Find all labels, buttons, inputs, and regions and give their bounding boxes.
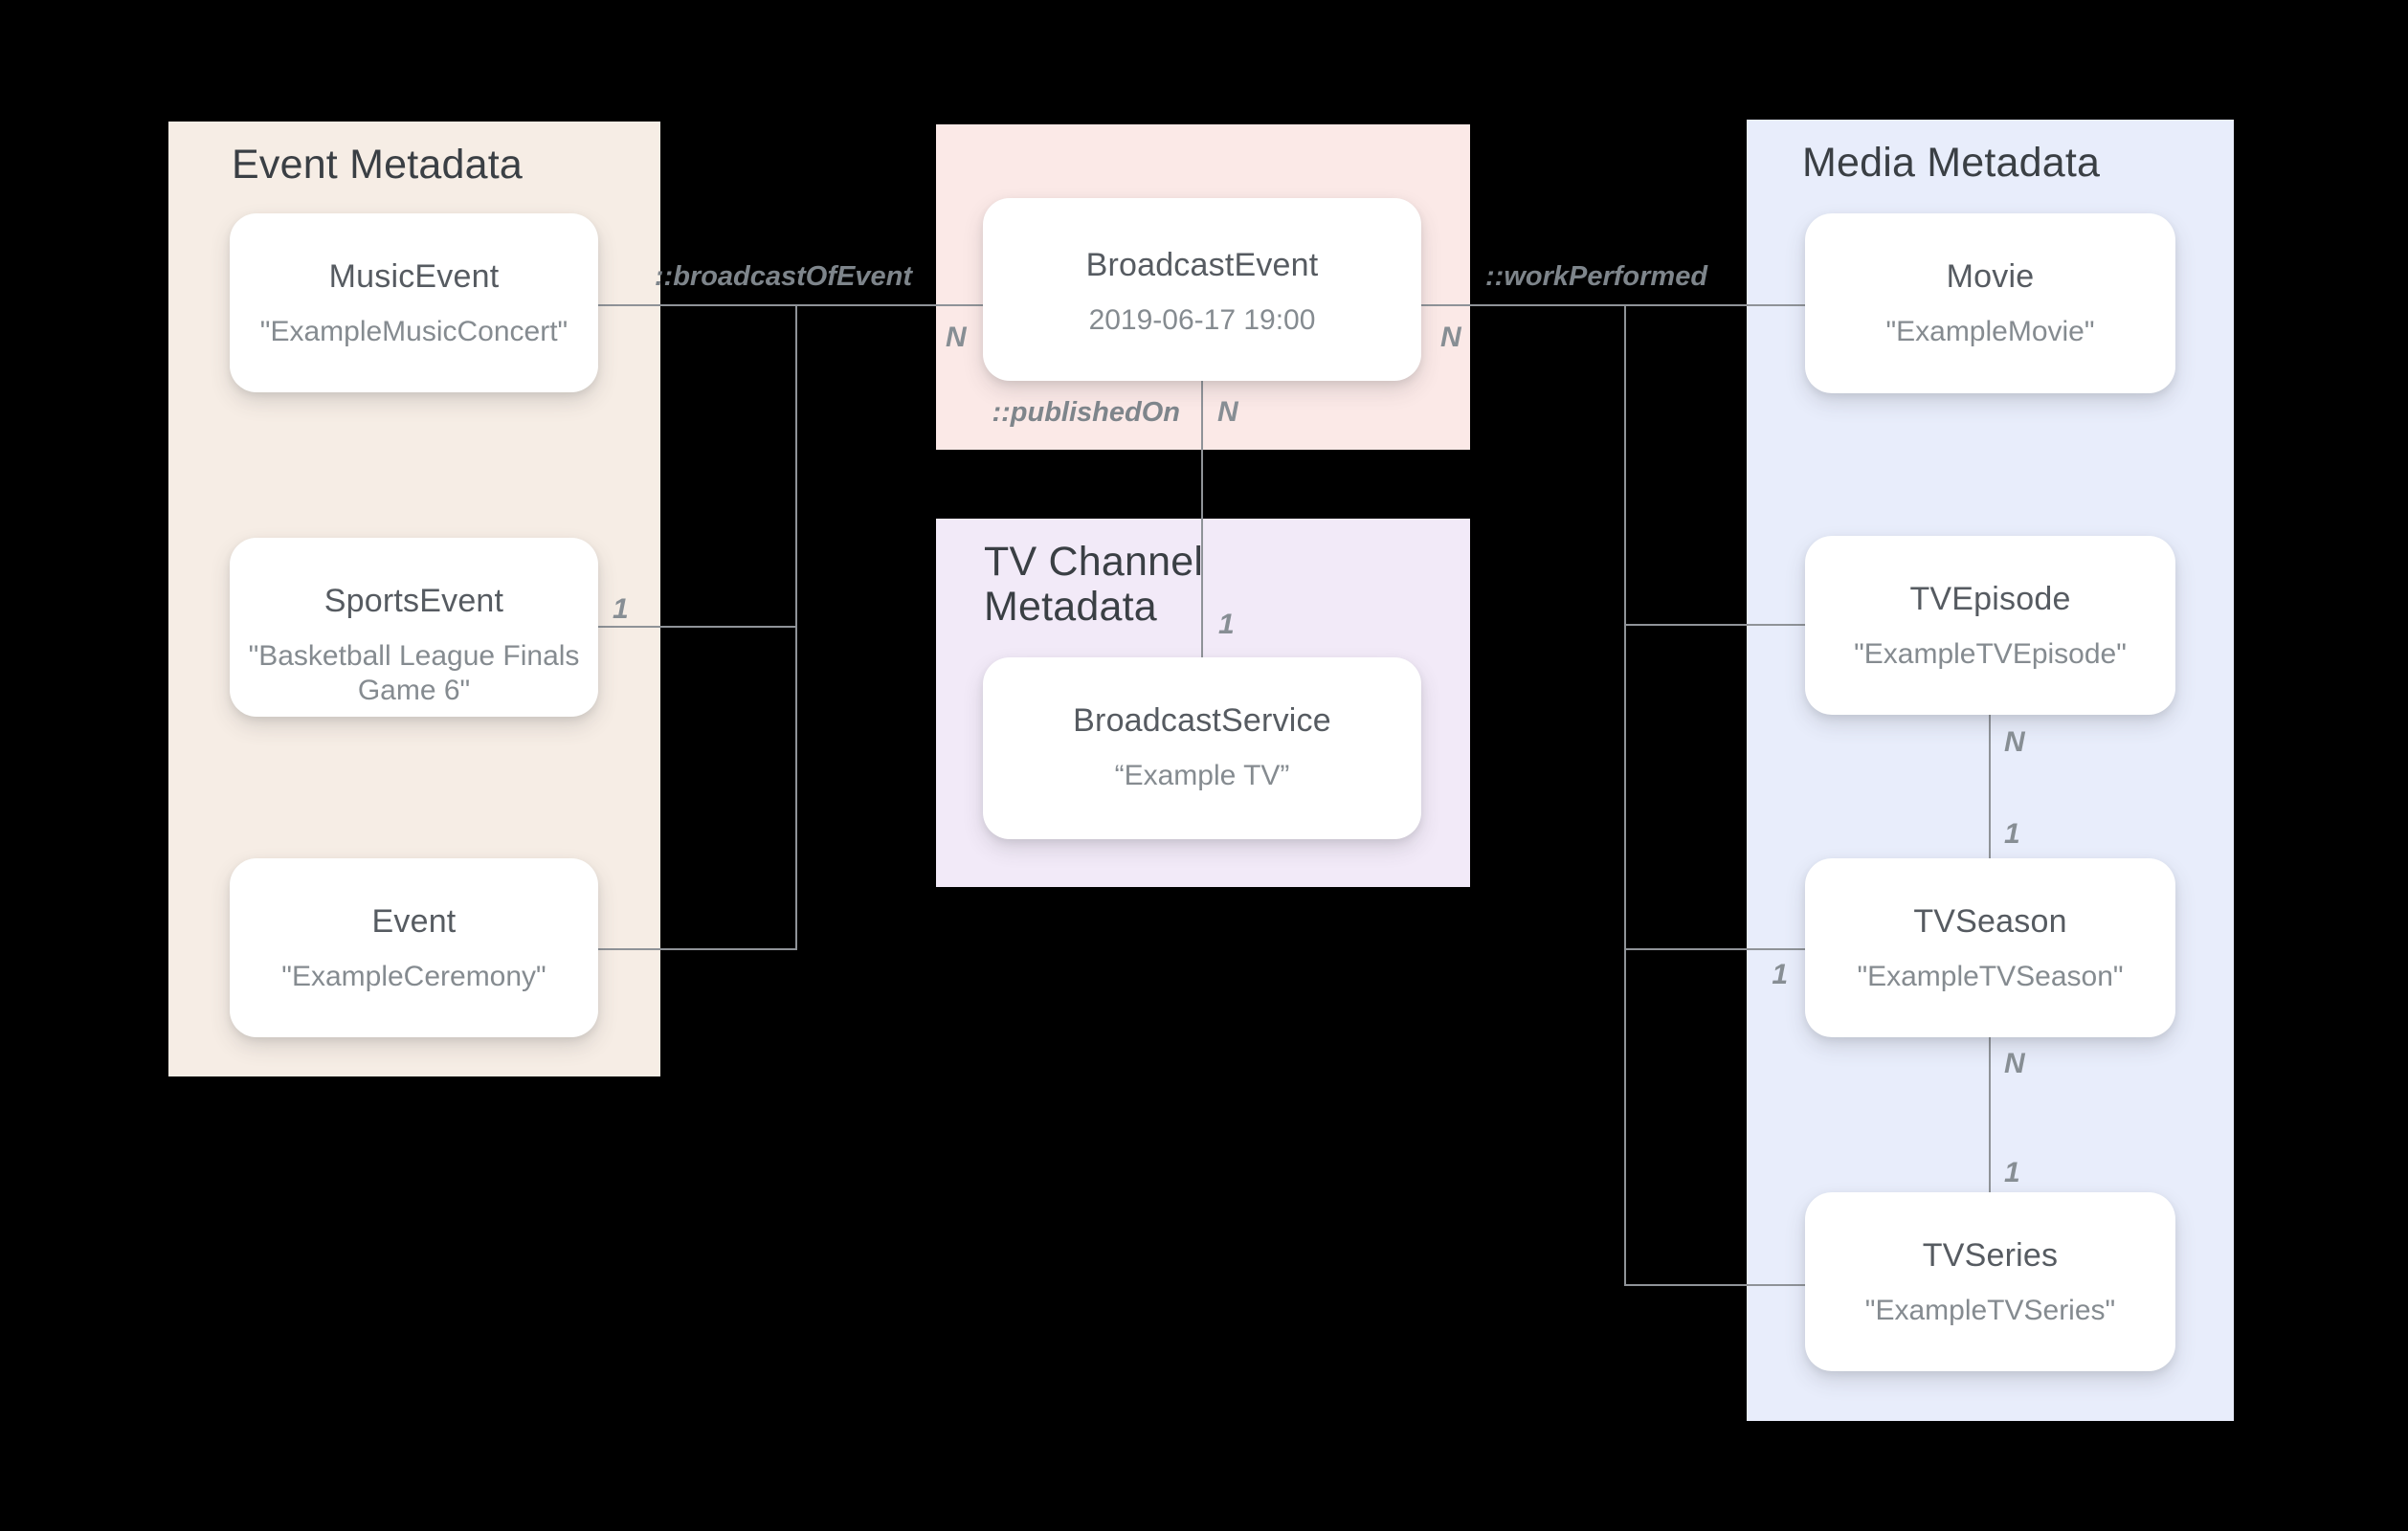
cardinality-n-workperformed: N: [1440, 322, 1461, 353]
event-card-title: Event: [371, 903, 457, 940]
broadcast-event-card: BroadcastEvent 2019-06-17 19:00: [983, 198, 1421, 381]
tv-season-card-value: "ExampleTVSeason": [1857, 961, 2124, 992]
workperformed-relation-label: ::workPerformed: [1485, 261, 1708, 292]
edge-broadcastofevent-trunk-line: [795, 304, 797, 950]
music-event-card-value: "ExampleMusicConcert": [259, 316, 569, 347]
tv-channel-metadata-panel-title: TV Channel Metadata: [984, 539, 1204, 631]
edge-tvepisode-stub-line: [1624, 624, 1805, 626]
sports-event-card-title: SportsEvent: [323, 583, 504, 619]
event-card-value: "ExampleCeremony": [281, 961, 546, 992]
cardinality-1-tvseason: 1: [2004, 818, 2020, 850]
tv-series-card-title: TVSeries: [1922, 1237, 2059, 1274]
broadcast-event-card-value: 2019-06-17 19:00: [1088, 304, 1316, 336]
broadcast-service-card-title: BroadcastService: [1073, 702, 1331, 739]
tv-episode-card-value: "ExampleTVEpisode": [1854, 638, 2127, 670]
edge-event-stub-line: [598, 948, 795, 950]
tv-episode-card: TVEpisode "ExampleTVEpisode": [1805, 536, 2175, 715]
cardinality-n-tvseason-series: N: [2004, 1048, 2025, 1079]
cardinality-n-publishedon: N: [1217, 396, 1238, 428]
music-event-card: MusicEvent "ExampleMusicConcert": [230, 213, 598, 392]
tv-series-card-value: "ExampleTVSeries": [1864, 1295, 2116, 1326]
edge-publishedon-line: [1201, 381, 1203, 657]
tv-season-card-title: TVSeason: [1913, 903, 2067, 940]
broadcast-service-card-value: “Example TV”: [1114, 760, 1290, 791]
cardinality-1-tvseason-stub: 1: [1772, 959, 1788, 990]
tv-episode-card-title: TVEpisode: [1909, 581, 2071, 617]
sports-event-card: SportsEvent "Basketball League Finals Ga…: [230, 538, 598, 717]
music-event-card-title: MusicEvent: [328, 258, 500, 295]
broadcastofevent-relation-label: ::broadcastOfEvent: [654, 261, 912, 292]
edge-tvseries-stub-line: [1624, 1284, 1805, 1286]
event-metadata-panel-title: Event Metadata: [232, 142, 523, 188]
tv-season-card: TVSeason "ExampleTVSeason": [1805, 858, 2175, 1037]
tv-series-card: TVSeries "ExampleTVSeries": [1805, 1192, 2175, 1371]
edge-tvseason-tvseries-line: [1989, 1036, 1991, 1192]
cardinality-1-tvseries: 1: [2004, 1157, 2020, 1188]
broadcast-service-card: BroadcastService “Example TV”: [983, 657, 1421, 839]
cardinality-n-broadcastofevent: N: [946, 322, 967, 353]
cardinality-1-sportsevent: 1: [613, 593, 629, 625]
edge-tvepisode-tvseason-line: [1989, 715, 1991, 858]
movie-card-title: Movie: [1946, 258, 2035, 295]
edge-broadcastofevent-line: [598, 304, 983, 306]
media-metadata-panel-title: Media Metadata: [1802, 140, 2101, 186]
edge-sportsevent-stub-line: [598, 626, 795, 628]
cardinality-1-publishedon: 1: [1218, 609, 1235, 640]
broadcast-event-card-title: BroadcastEvent: [1085, 247, 1319, 283]
edge-tvseason-stub-line: [1624, 948, 1805, 950]
publishedon-relation-label: ::publishedOn: [992, 397, 1180, 428]
sports-event-card-value: "Basketball League Finals Game 6": [248, 640, 580, 706]
cardinality-n-tvepisode: N: [2004, 726, 2025, 758]
event-card: Event "ExampleCeremony": [230, 858, 598, 1037]
edge-workperformed-trunk-line: [1624, 304, 1626, 1286]
movie-card-value: "ExampleMovie": [1885, 316, 2095, 347]
edge-workperformed-line: [1421, 304, 1805, 306]
movie-card: Movie "ExampleMovie": [1805, 213, 2175, 393]
